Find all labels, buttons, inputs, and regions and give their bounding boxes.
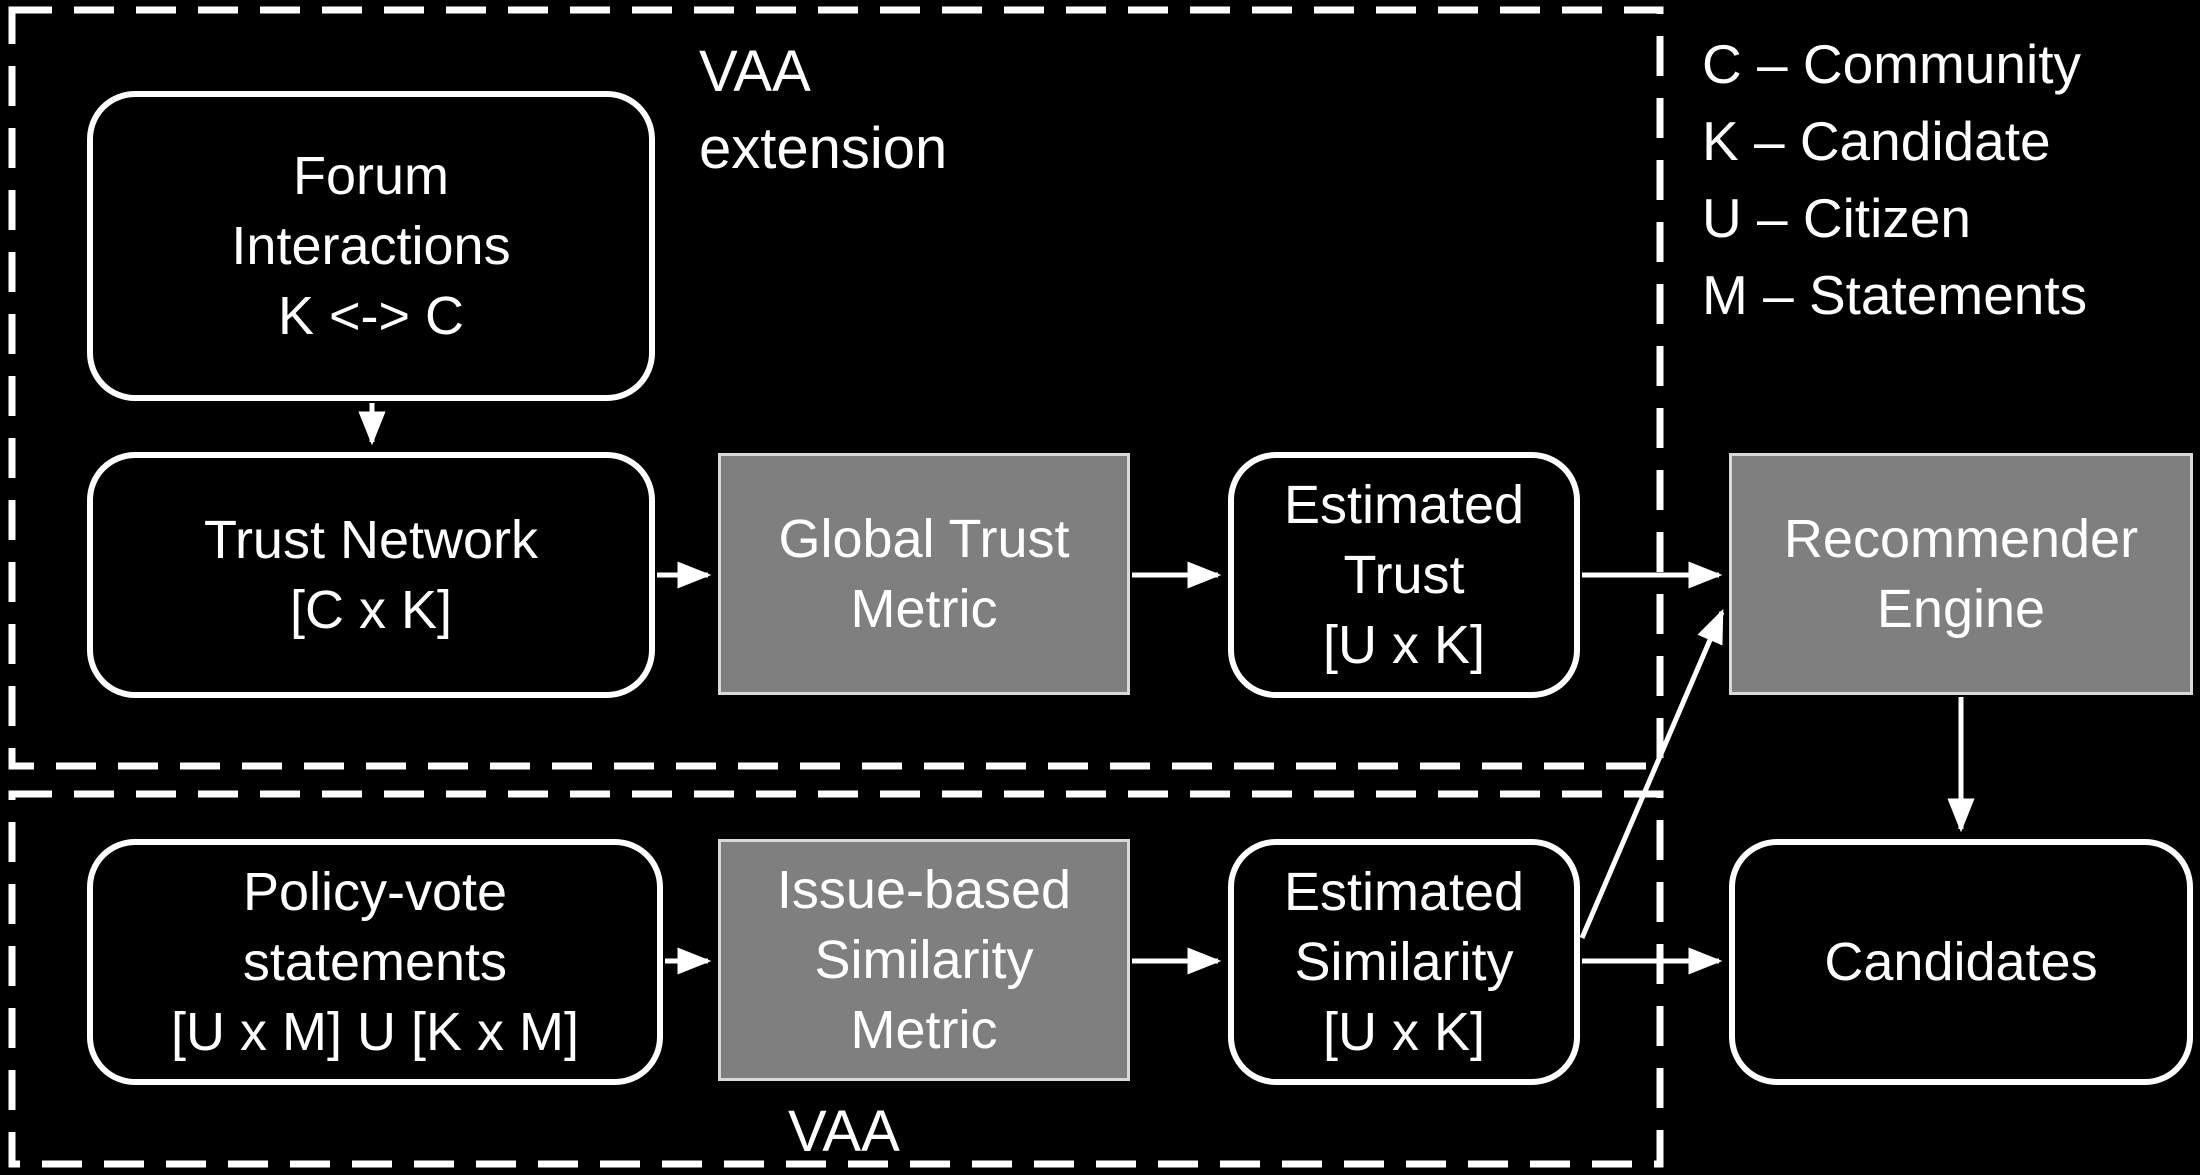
node-forum-interactions: Forum Interactions K <-> C (87, 91, 655, 401)
node-estimated-trust: Estimated Trust [U x K] (1228, 452, 1580, 698)
legend-item-statements: M – Statements (1702, 264, 2088, 326)
legend-item-community: C – Community (1702, 33, 2081, 95)
legend: C – Community K – Candidate U – Citizen … (1702, 26, 2087, 334)
node-policy-vote-statements: Policy-vote statements [U x M] U [K x M] (87, 839, 663, 1085)
node-estimated-similarity: Estimated Similarity [U x K] (1228, 839, 1580, 1085)
arrow-estimated-similarity-to-recommender (1579, 608, 1725, 939)
node-candidates: Candidates (1729, 839, 2193, 1085)
vaa-extension-region-label: VAA extension (699, 39, 948, 181)
node-global-trust-metric: Global Trust Metric (718, 453, 1130, 695)
node-recommender-engine: Recommender Engine (1729, 453, 2193, 695)
node-issue-based-similarity-metric: Issue-based Similarity Metric (718, 839, 1130, 1081)
legend-item-citizen: U – Citizen (1702, 187, 1971, 249)
vaa-region-label: VAA (788, 1099, 900, 1164)
legend-item-candidate: K – Candidate (1702, 110, 2051, 172)
node-trust-network: Trust Network [C x K] (87, 452, 655, 698)
